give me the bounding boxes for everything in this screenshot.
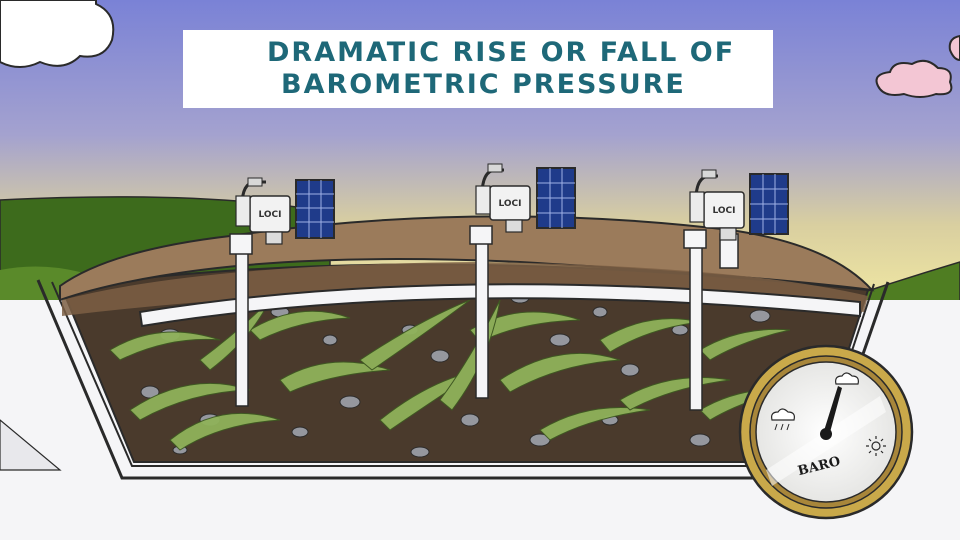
cloud-left <box>0 0 115 68</box>
well-pipe-2 <box>475 227 489 399</box>
ground-left-slope <box>0 419 62 471</box>
cloud-icon <box>835 372 859 385</box>
station-1-brand: LOCI <box>258 210 281 220</box>
monitoring-station-3 <box>683 169 789 269</box>
title-line-2: BAROMETRIC PRESSURE <box>281 69 686 100</box>
solar-panel-2 <box>536 167 576 229</box>
station-2-brand: LOCI <box>498 199 521 209</box>
title-line-1: DRAMATIC RISE OR FALL OF <box>267 37 736 68</box>
collection-pipe <box>138 283 861 328</box>
barometer-needle <box>823 386 842 436</box>
solar-panel-1 <box>295 179 335 239</box>
barometer-gauge: BARO <box>738 344 914 520</box>
plant-roots <box>109 299 791 451</box>
needle-hub <box>820 428 832 440</box>
monitoring-station-1 <box>229 177 335 255</box>
cloud-right-edge <box>948 34 960 62</box>
cloud-right-small <box>875 59 953 98</box>
title-banner: DRAMATIC RISE OR FALL OF BAROMETRIC PRES… <box>183 30 773 108</box>
well-pipe-1 <box>235 235 249 407</box>
solar-panel-3 <box>749 173 789 235</box>
rain-cloud-icon <box>771 408 795 431</box>
station-3-brand: LOCI <box>712 206 735 216</box>
sun-icon <box>866 436 886 456</box>
monitoring-station-2 <box>469 163 576 245</box>
well-pipe-3 <box>689 231 703 411</box>
